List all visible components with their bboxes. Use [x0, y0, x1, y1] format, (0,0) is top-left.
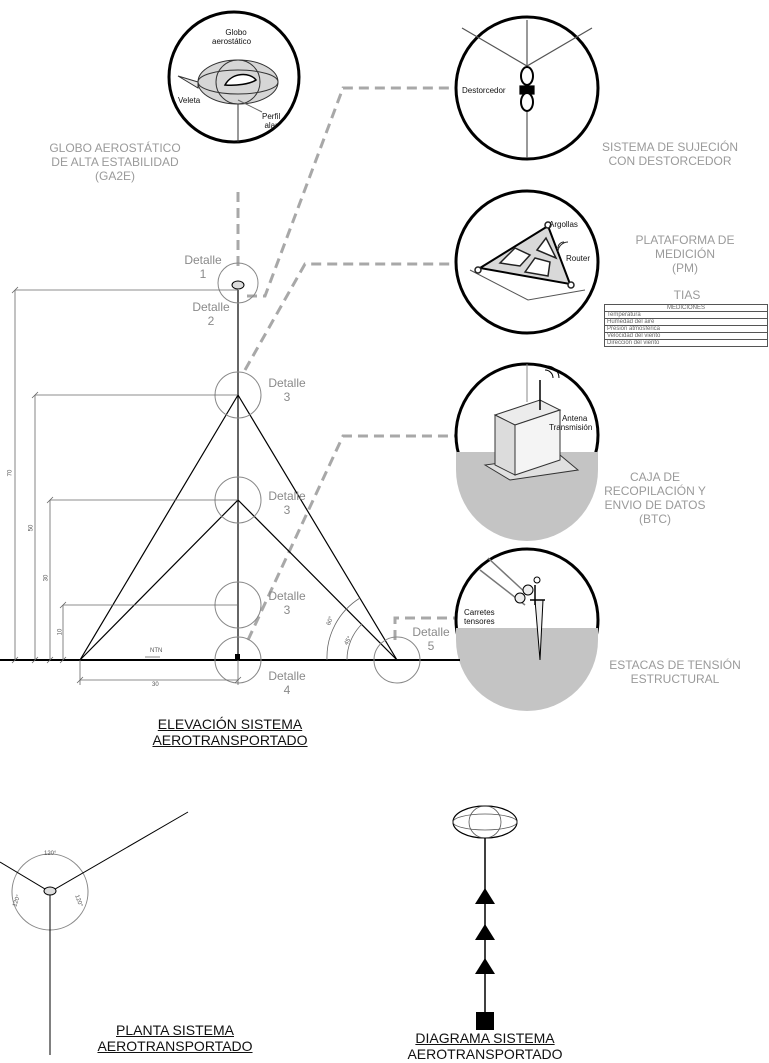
router-callout: Router: [566, 254, 591, 263]
antena-callout-line1: Antena: [561, 414, 588, 423]
tias-row: Presión atmosférica: [604, 325, 768, 333]
detail-3a-text: Detalle: [268, 376, 306, 390]
carretes-line2: tensores: [464, 617, 495, 626]
plataforma-label: PLATAFORMA DE MEDICIÓN (PM): [605, 233, 765, 275]
system-diagram: [452, 805, 518, 1030]
caja-line3: ENVIO DE DATOS: [604, 498, 706, 512]
elevation-title: ELEVACIÓN SISTEMA AEROTRANSPORTADO: [130, 716, 330, 748]
caja-line4: (BTC): [639, 512, 671, 526]
perfil-callout-line2: alar: [264, 121, 278, 130]
diagram-title-line1: DIAGRAMA SISTEMA: [415, 1030, 555, 1046]
estacas-label: ESTACAS DE TENSIÓN ESTRUCTURAL: [590, 658, 760, 686]
swivel-detail-drawing: [461, 20, 593, 158]
plataforma-line1: PLATAFORMA DE: [635, 233, 735, 247]
tias-row: Velocidad del viento: [604, 332, 768, 340]
detail-3b-num: 3: [283, 503, 291, 517]
detail-4-text: Detalle: [268, 669, 306, 683]
detail-4-num: 4: [283, 683, 291, 697]
detail-3c-text: Detalle: [268, 589, 306, 603]
plan-angle-1: 120°: [44, 851, 57, 857]
detail-2-num: 2: [207, 314, 215, 328]
callout-leaders: [236, 86, 455, 641]
carretes-callout: Carretes tensores: [464, 608, 495, 626]
plan-title: PLANTA SISTEMA AEROTRANSPORTADO: [75, 1022, 275, 1054]
stake-detail-drawing: [456, 557, 598, 711]
caja-line2: RECOPILACIÓN Y: [604, 484, 706, 498]
estacas-line2: ESTRUCTURAL: [630, 672, 720, 686]
perfil-callout-line1: Perfil: [262, 112, 281, 121]
globe-detail-drawing: [177, 59, 279, 142]
platform-detail-drawing: [469, 221, 586, 301]
tias-table: MEDICIONES Temperatura Humedad del aire …: [604, 304, 768, 347]
sujecion-line1: SISTEMA DE SUJECIÓN: [601, 140, 739, 154]
perfil-callout: Perfil alar: [262, 112, 280, 130]
sujecion-line2: CON DESTORCEDOR: [608, 154, 732, 168]
ga2e-line3: (GA2E): [94, 169, 135, 183]
elevation-title-line1: ELEVACIÓN SISTEMA: [157, 716, 303, 732]
detail-2-text: Detalle: [192, 300, 230, 314]
elevation-drawing: [0, 262, 460, 685]
plataforma-line2: MEDICIÓN: [655, 247, 715, 261]
dim-50: 50: [28, 524, 35, 532]
tias-row: Temperatura: [604, 311, 768, 319]
tias-row: Humedad del aire: [604, 318, 768, 326]
detail-1-num: 1: [199, 267, 207, 281]
ga2e-line1: GLOBO AEROSTÁTICO: [49, 141, 181, 155]
diagram-title-line2: AEROTRANSPORTADO: [407, 1046, 563, 1062]
caja-line1: CAJA DE: [629, 470, 680, 484]
ntn-label: NTN: [150, 648, 163, 654]
dim-70: 70: [7, 469, 14, 477]
antena-callout: Antena Transmisión: [549, 414, 592, 432]
globe-callout-line1: Globo: [225, 28, 247, 37]
dim-w30: 30: [152, 682, 159, 688]
caja-label: CAJA DE RECOPILACIÓN Y ENVIO DE DATOS (B…: [595, 470, 715, 526]
plan-title-line1: PLANTA SISTEMA: [116, 1022, 234, 1038]
detail-3b-text: Detalle: [268, 489, 306, 503]
detail-3c-num: 3: [283, 603, 291, 617]
detail-5-num: 5: [427, 639, 435, 653]
dim-10: 10: [57, 628, 64, 636]
ga2e-label: GLOBO AEROSTÁTICO DE ALTA ESTABILIDAD (G…: [30, 141, 200, 183]
detail-1-text: Detalle: [184, 253, 222, 267]
box-detail-drawing: [456, 364, 598, 541]
argollas-callout: Argollas: [549, 220, 578, 229]
sujecion-label: SISTEMA DE SUJECIÓN CON DESTORCEDOR: [585, 140, 755, 168]
plan-drawing: [0, 811, 189, 1055]
carretes-line1: Carretes: [464, 608, 495, 617]
estacas-line1: ESTACAS DE TENSIÓN: [609, 658, 741, 672]
detail-5-text: Detalle: [412, 625, 450, 639]
globe-callout: Globo aerostático: [212, 28, 251, 46]
globe-callout-line2: aerostático: [212, 37, 252, 46]
dim-30: 30: [43, 574, 50, 582]
diagram-title: DIAGRAMA SISTEMA AEROTRANSPORTADO: [385, 1030, 585, 1062]
detail-bubbles: [167, 10, 600, 693]
tias-row: Dirección del viento: [604, 339, 768, 347]
plan-title-line2: AEROTRANSPORTADO: [97, 1038, 253, 1054]
veleta-callout: Veleta: [178, 96, 201, 105]
destorcedor-callout: Destorcedor: [462, 86, 506, 95]
detail-3a-num: 3: [283, 390, 291, 404]
ga2e-line2: DE ALTA ESTABILIDAD: [51, 155, 179, 169]
tias-title: TIAS: [673, 288, 701, 302]
antena-callout-line2: Transmisión: [549, 423, 593, 432]
elevation-title-line2: AEROTRANSPORTADO: [152, 732, 308, 748]
tias-header: MEDICIONES: [604, 304, 768, 312]
plataforma-line3: (PM): [672, 261, 698, 275]
